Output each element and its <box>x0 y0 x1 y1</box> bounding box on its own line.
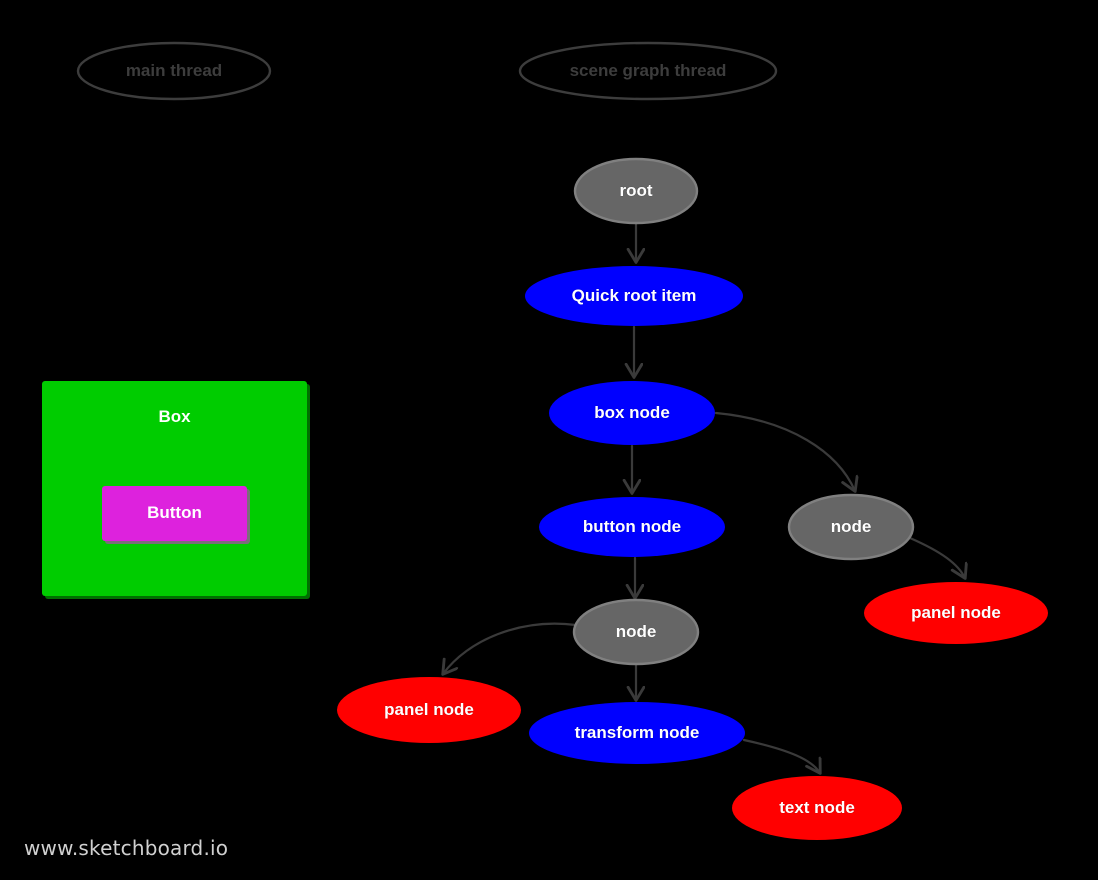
root-shape[interactable] <box>573 157 699 225</box>
edge-box-node-to-node-right <box>714 411 855 491</box>
edge-transform-to-text-node <box>742 738 820 773</box>
quick-root-item-shape[interactable] <box>525 266 743 326</box>
edge-node-right-to-panel-right <box>908 536 965 578</box>
main-thread-outline <box>76 41 272 101</box>
panel-node-left-shape[interactable] <box>337 677 521 743</box>
edges-group <box>443 222 965 773</box>
sketchboard-watermark: www.sketchboard.io <box>24 836 229 860</box>
button-node-shape[interactable] <box>539 497 725 557</box>
panel-node-right-shape[interactable] <box>864 582 1048 644</box>
scene-graph-thread-outline <box>518 41 778 101</box>
widget-shapes-group <box>42 381 310 599</box>
text-node-shape[interactable] <box>732 776 902 840</box>
edge-node-center-to-panel-left <box>443 622 578 674</box>
box-node-shape[interactable] <box>549 381 715 445</box>
button-widget-shape[interactable] <box>102 486 247 541</box>
thread-outlines-group <box>76 41 778 101</box>
node-right-shape[interactable] <box>787 493 915 561</box>
node-shapes-group <box>337 157 1048 840</box>
node-center-shape[interactable] <box>572 598 700 666</box>
transform-node-shape[interactable] <box>529 702 745 764</box>
